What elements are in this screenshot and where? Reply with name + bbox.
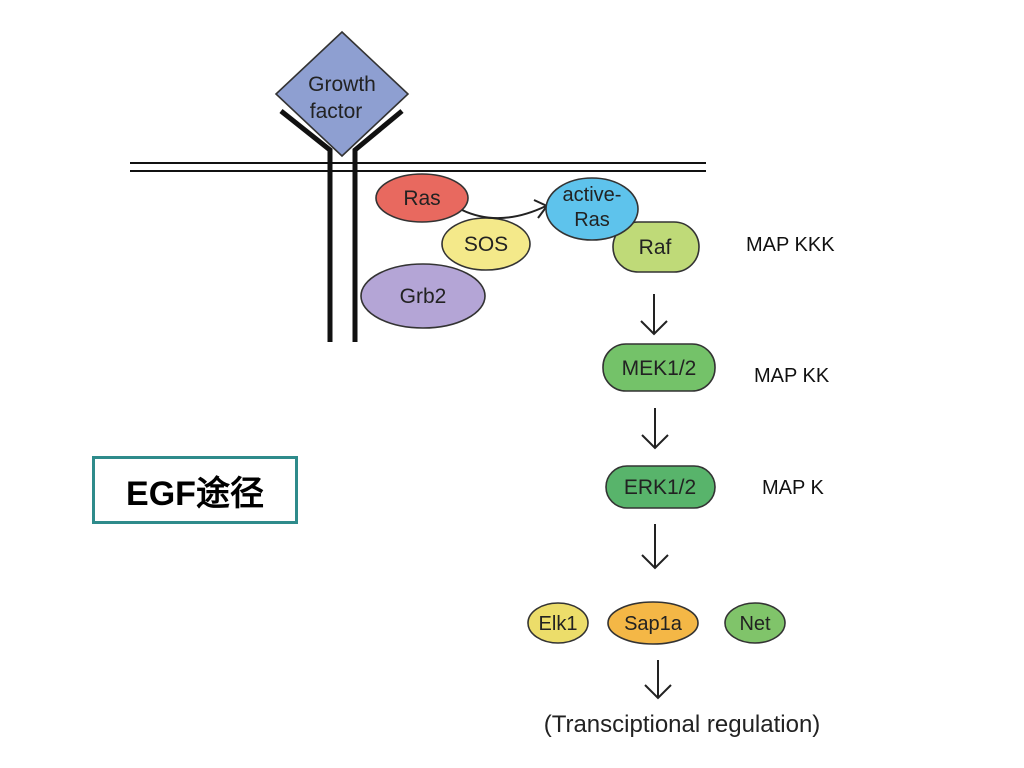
ras-node <box>375 173 469 223</box>
net-label: Net <box>739 613 771 635</box>
mek-node <box>602 343 716 392</box>
elk1-label: Elk1 <box>539 613 578 635</box>
raf-to-mek-arrow <box>640 294 668 336</box>
erk-label: ERK1/2 <box>624 476 696 499</box>
grb2-node <box>360 263 486 329</box>
map-kkk-label: MAP KKK <box>746 234 835 256</box>
mek-to-erk-arrow <box>641 408 669 450</box>
ras-label: Ras <box>403 187 440 210</box>
mek-label: MEK1/2 <box>622 357 697 380</box>
sos-label: SOS <box>464 233 508 256</box>
erk-to-factors-arrow <box>641 524 669 570</box>
net-node <box>724 602 786 644</box>
pathway-title: EGF途径 <box>126 474 264 513</box>
growth-factor-label-line1: Growth <box>308 73 376 96</box>
growth-factor-shape <box>274 30 410 158</box>
erk-node <box>605 465 716 509</box>
transcriptional-regulation-label: (Transciptional regulation) <box>544 711 821 738</box>
growth-factor-label-line2: factor <box>310 100 363 123</box>
active-ras-label-line2: Ras <box>574 209 610 231</box>
map-k-label: MAP K <box>762 477 825 499</box>
active-ras-label-line1: active- <box>563 184 622 206</box>
map-kk-label: MAP KK <box>754 365 830 387</box>
elk1-node <box>527 602 589 644</box>
active-ras-node <box>545 177 639 241</box>
raf-label: Raf <box>639 236 672 259</box>
ras-activation-arrow <box>461 205 547 219</box>
factors-to-regulation-arrow <box>644 660 672 700</box>
sap1a-node <box>607 601 699 645</box>
receptor-right-arm <box>352 109 404 342</box>
receptor-left-arm <box>279 109 333 342</box>
raf-node <box>612 221 700 273</box>
pathway-title-box: EGF途径 <box>92 456 298 524</box>
grb2-label: Grb2 <box>400 285 447 308</box>
sap1a-label: Sap1a <box>624 613 683 635</box>
